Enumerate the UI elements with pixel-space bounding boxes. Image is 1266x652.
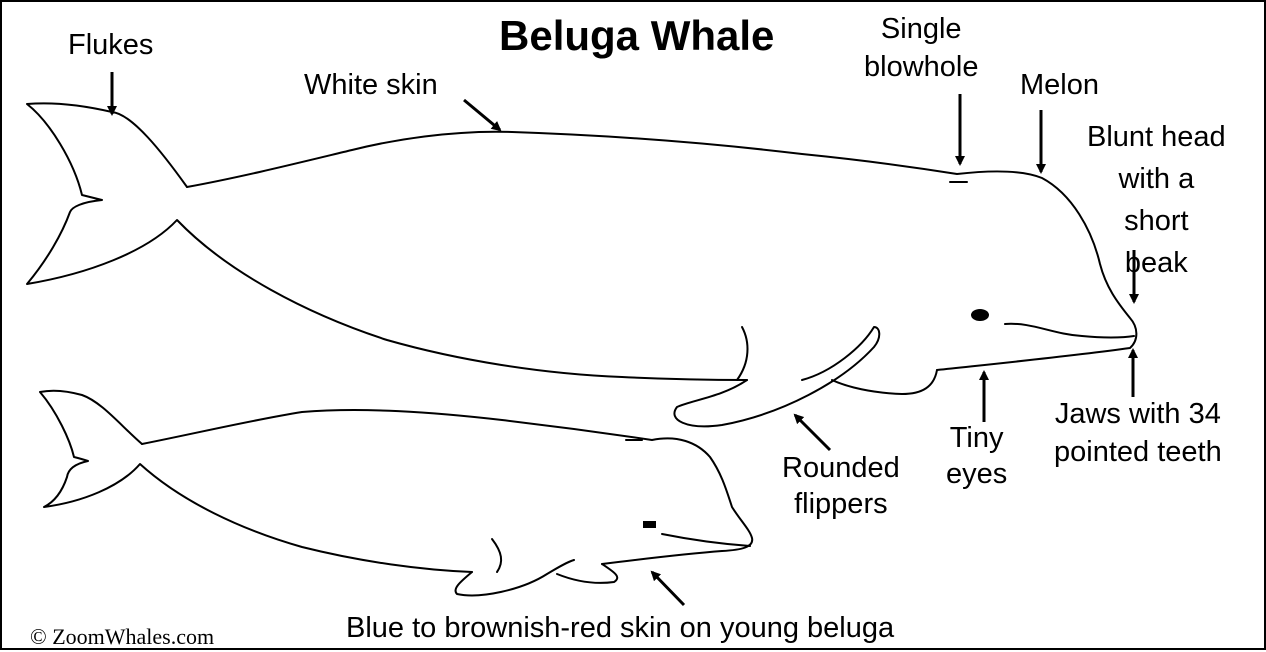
arrow-young-skin (652, 572, 684, 605)
young-whale-outline (40, 391, 752, 596)
arrow-white-skin (464, 100, 500, 130)
young-eye (643, 521, 656, 528)
label-blowhole: Single blowhole (864, 10, 978, 86)
label-tiny-eyes: Tiny eyes (946, 420, 1007, 492)
copyright-credit: © ZoomWhales.com (30, 624, 214, 650)
adult-whale-outline (27, 103, 1136, 426)
diagram-title: Beluga Whale (499, 12, 774, 60)
adult-eye (971, 309, 989, 321)
label-young-skin: Blue to brownish-red skin on young belug… (346, 607, 894, 649)
arrow-flippers (795, 415, 830, 450)
label-flippers: Rounded flippers (782, 450, 900, 522)
label-white-skin: White skin (304, 64, 438, 106)
label-jaws: Jaws with 34 pointed teeth (1054, 395, 1222, 471)
label-melon: Melon (1020, 64, 1099, 106)
label-blunt-head: Blunt head with a short beak (1087, 116, 1226, 284)
label-flukes: Flukes (68, 24, 153, 66)
